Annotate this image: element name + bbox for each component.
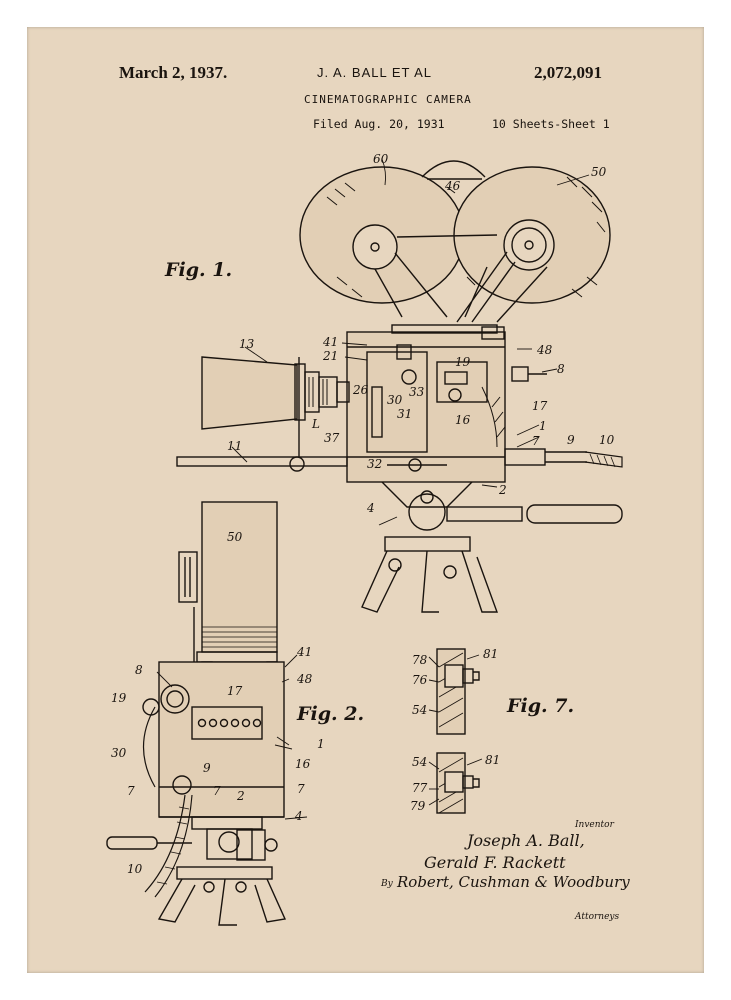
inventor-name-1: Joseph A. Ball, [467, 831, 585, 850]
ref2-30: 30 [111, 746, 127, 760]
ref2-10: 10 [127, 862, 143, 876]
tripod-head-fig1 [361, 481, 623, 613]
ref2-7b: 7 [213, 784, 221, 798]
ref2-48: 48 [297, 672, 313, 686]
ref2-2: 2 [237, 789, 245, 803]
ref2-8: 8 [135, 663, 143, 677]
leader-lines [156, 158, 590, 820]
patent-drawing [106, 158, 623, 926]
attorney-signature: Robert, Cushman & Woodbury [397, 873, 630, 891]
fig2-camera-side [106, 501, 287, 926]
ref2-16: 16 [295, 757, 311, 771]
ref-1: 1 [539, 419, 547, 433]
ref-31: 31 [397, 407, 413, 421]
ref-41: 41 [323, 335, 339, 349]
ref7-79: 79 [410, 799, 426, 813]
ref2-17: 17 [227, 684, 243, 698]
ref-13: 13 [239, 337, 255, 351]
ref-11: 11 [227, 439, 243, 453]
ref-21: 21 [323, 349, 339, 363]
ref-46: 46 [445, 179, 461, 193]
ref-16: 16 [455, 413, 471, 427]
ref7-77: 77 [412, 781, 428, 795]
ref-30: 30 [387, 393, 403, 407]
ref7-54b: 54 [412, 755, 428, 769]
ref-10: 10 [599, 433, 615, 447]
filed-date: Filed Aug. 20, 1931 [313, 117, 445, 131]
ref-L: L [312, 417, 320, 431]
ref-48: 48 [537, 343, 553, 357]
ref-17: 17 [532, 399, 548, 413]
ref-37: 37 [324, 431, 340, 445]
ref-7: 7 [532, 434, 540, 448]
support-rod [176, 357, 623, 472]
ref-50: 50 [591, 165, 607, 179]
inventor-label: Inventor [575, 820, 614, 830]
ref2-9: 9 [203, 761, 211, 775]
ref-9: 9 [567, 433, 575, 447]
lens-hood [201, 356, 350, 430]
ref2-7a: 7 [127, 784, 135, 798]
ref2-4: 4 [295, 809, 303, 823]
ref-19: 19 [455, 355, 471, 369]
fig2-label: Fig. 2. [297, 703, 365, 725]
attorneys-label: Attorneys [575, 912, 620, 922]
ref2-19: 19 [111, 691, 127, 705]
patent-sheet: March 2, 1937. J. A. BALL ET AL 2,072,09… [27, 27, 704, 973]
ref-26: 26 [353, 383, 369, 397]
ref7-78: 78 [412, 653, 428, 667]
by-label: By [381, 879, 393, 889]
ref7-54a: 54 [412, 703, 428, 717]
inventor-name-2: Gerald F. Rackett [424, 853, 566, 872]
ref2-50: 50 [227, 530, 243, 544]
ref-33: 33 [409, 385, 425, 399]
ref-2: 2 [499, 483, 507, 497]
ref2-41: 41 [297, 645, 313, 659]
ref2-7c: 7 [297, 782, 305, 796]
inventors-header: J. A. BALL ET AL [317, 65, 433, 80]
ref-4: 4 [367, 501, 375, 515]
ref7-81b: 81 [485, 753, 501, 767]
ref2-1: 1 [317, 737, 325, 751]
ref-32: 32 [367, 457, 383, 471]
ref-8: 8 [557, 362, 565, 376]
camera-body [346, 324, 506, 483]
ref7-81a: 81 [483, 647, 499, 661]
fig1-label: Fig. 1. [165, 259, 233, 281]
patent-date: March 2, 1937. [119, 63, 228, 82]
ref-60: 60 [373, 152, 389, 166]
ref7-76: 76 [412, 673, 428, 687]
patent-number: 2,072,091 [534, 63, 602, 82]
patent-title: CINEMATOGRAPHIC CAMERA [304, 93, 472, 106]
film-magazine [299, 160, 611, 323]
fig7-label: Fig. 7. [507, 695, 575, 717]
fig7-detail [436, 648, 480, 814]
sheet-count: 10 Sheets-Sheet 1 [492, 117, 610, 131]
